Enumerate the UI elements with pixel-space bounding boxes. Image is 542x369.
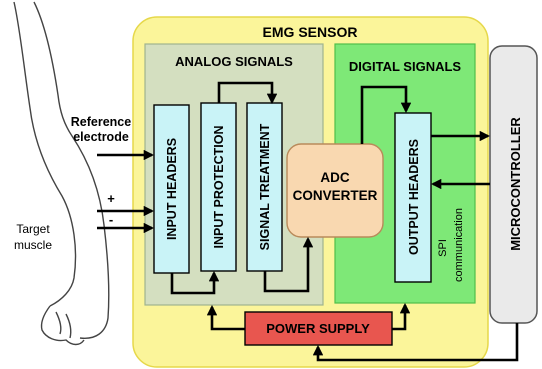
minus-label: - (109, 212, 113, 227)
analog-signals-title: ANALOG SIGNALS (175, 54, 293, 69)
spi-label-line2: communication (453, 208, 465, 282)
target-muscle-line2: muscle (14, 238, 52, 252)
emg-sensor-title: EMG SENSOR (263, 24, 358, 40)
arrow-power-to-analog (206, 304, 245, 331)
adc-label-line1: ADC (320, 170, 349, 185)
arrow-adc-to-digital (360, 85, 412, 144)
output-headers-block (394, 112, 432, 283)
signal-treatment-label: SIGNAL TREATMENT (258, 123, 272, 250)
arrow-micro-to-power (312, 323, 519, 362)
arrow-power-to-digital (392, 302, 411, 331)
target-muscle-line1: Target (16, 222, 50, 236)
input-headers-label: INPUT HEADERS (165, 138, 179, 240)
connection-arrows (97, 81, 519, 362)
microcontroller-label: MICROCONTROLLER (508, 117, 523, 251)
power-supply-label: POWER SUPPLY (266, 321, 370, 336)
reference-electrode-line1: Reference (71, 115, 131, 129)
arrow-treatment-to-adc (263, 236, 314, 293)
output-headers-label: OUTPUT HEADERS (407, 139, 421, 255)
adc-label-line2: CONVERTER (293, 188, 378, 203)
plus-label: + (107, 191, 115, 206)
adc-converter-block (286, 143, 384, 238)
arm-illustration (13, 1, 110, 346)
input-headers-block (153, 104, 190, 274)
power-supply-block (244, 311, 393, 346)
digital-signals-title: DIGITAL SIGNALS (349, 59, 462, 74)
spi-label-line1: SPI (437, 239, 449, 257)
input-protection-label: INPUT PROTECTION (212, 126, 226, 249)
arrow-input-to-protection (170, 270, 220, 295)
arrow-protection-to-treatment (217, 81, 278, 105)
reference-electrode-line2: electrode (73, 130, 129, 144)
